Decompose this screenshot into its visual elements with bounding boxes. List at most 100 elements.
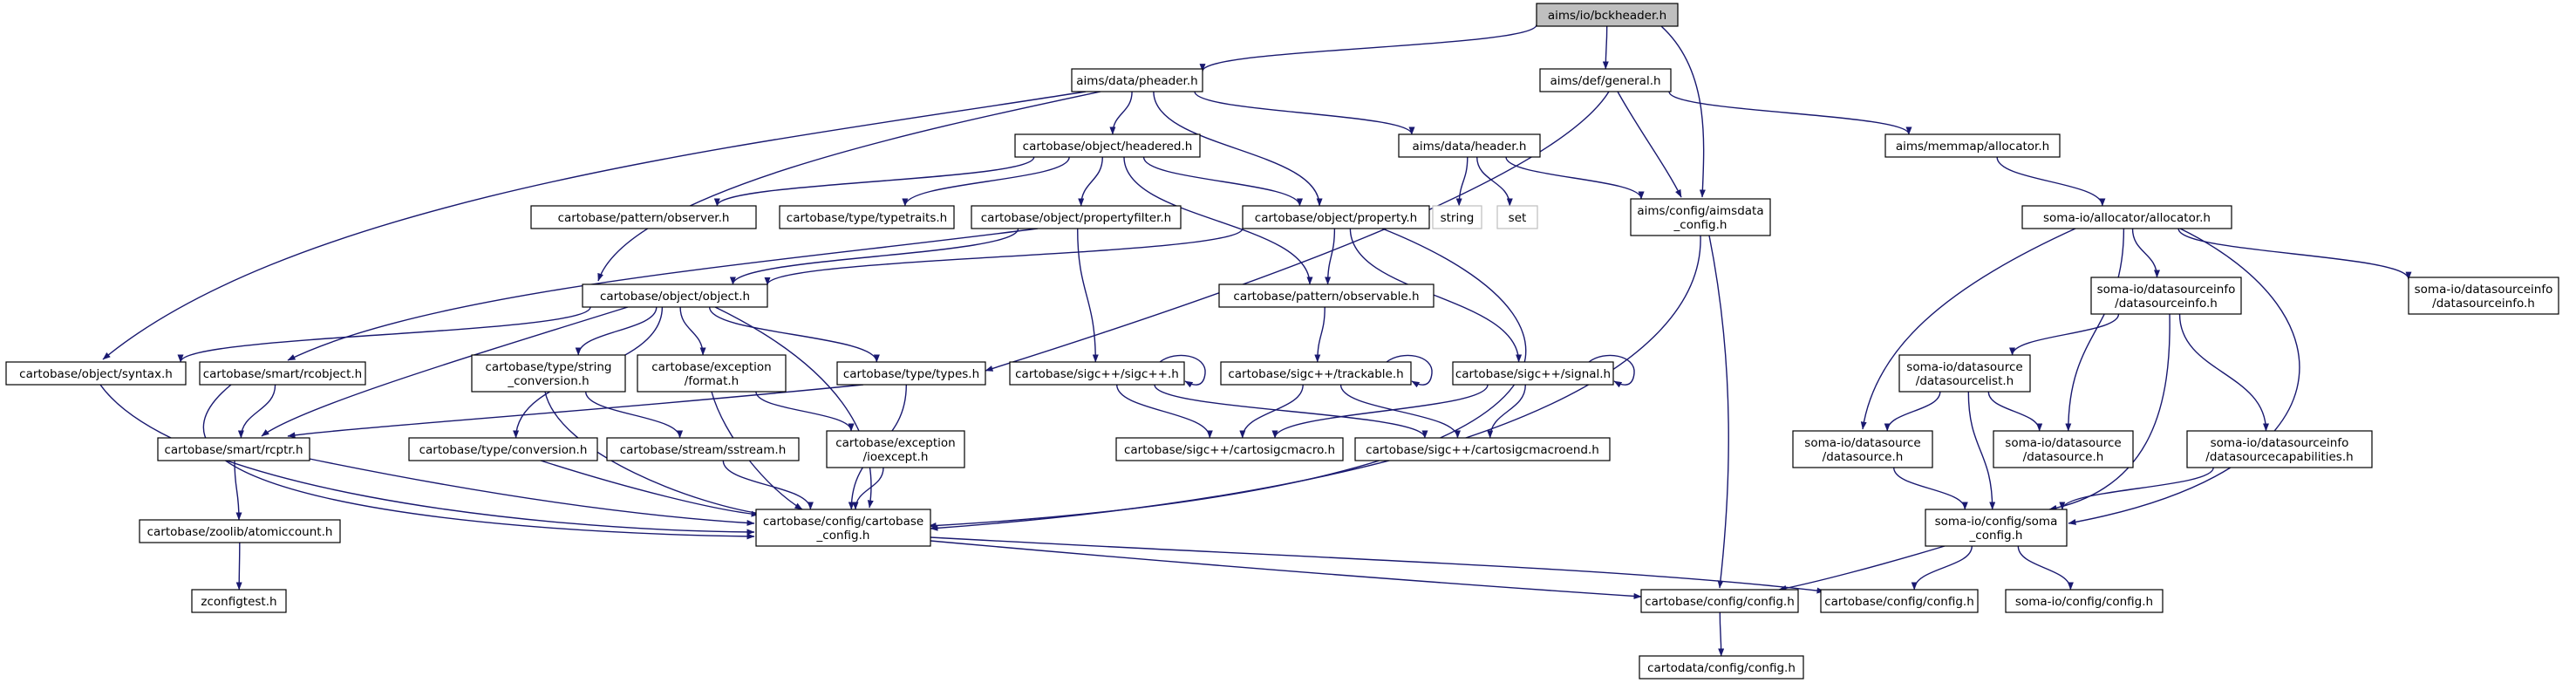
edge-header-to-string xyxy=(1455,156,1469,207)
edge-stringconv-to-sstream xyxy=(585,391,684,439)
node-ioexcept[interactable]: cartobase/exception/ioexcept.h xyxy=(826,430,965,468)
edge-memmapalloc-to-somaalloc xyxy=(1996,156,2106,207)
node-trackable[interactable]: cartobase/sigc++/trackable.h xyxy=(1220,361,1412,386)
node-box xyxy=(2408,277,2559,315)
node-label: cartobase/zoolib/atomiccount.h xyxy=(147,525,333,539)
edge-line xyxy=(985,91,1610,372)
node-dscaps[interactable]: soma-io/datasourceinfo/datasourcecapabil… xyxy=(2186,430,2373,468)
node-sigcmacro[interactable]: cartobase/sigc++/cartosigcmacro.h xyxy=(1115,437,1344,461)
node-sstream[interactable]: cartobase/stream/sstream.h xyxy=(606,437,800,461)
node-types[interactable]: cartobase/type/types.h xyxy=(836,361,986,386)
edge-aimsdataconfig-to-cfgconfig1 xyxy=(1708,235,1729,589)
node-label: /ioexcept.h xyxy=(863,450,929,464)
node-label: soma-io/datasourceinfo xyxy=(2211,436,2349,450)
node-sigcpp[interactable]: cartobase/sigc++/sigc++.h xyxy=(1009,361,1185,386)
node-object[interactable]: cartobase/object/object.h xyxy=(582,283,768,308)
node-header[interactable]: aims/data/header.h xyxy=(1398,133,1541,158)
node-box xyxy=(971,205,1182,229)
node-box xyxy=(1218,283,1435,308)
node-sigcmacroend[interactable]: cartobase/sigc++/cartosigcmacroend.h xyxy=(1354,437,1611,461)
node-label: cartobase/pattern/observable.h xyxy=(1233,290,1419,304)
node-label: cartobase/config/config.h xyxy=(1824,595,1974,609)
node-cartodataconfig[interactable]: cartodata/config/config.h xyxy=(1639,655,1804,680)
node-typetraits[interactable]: cartobase/type/typetraits.h xyxy=(779,205,955,229)
node-dsi1[interactable]: soma-io/datasourceinfo/datasourceinfo.h xyxy=(2090,277,2242,315)
edge-dslist-to-ds1 xyxy=(1884,391,1941,432)
node-propertyfilter[interactable]: cartobase/object/propertyfilter.h xyxy=(971,205,1182,229)
node-observer[interactable]: cartobase/pattern/observer.h xyxy=(530,205,757,229)
edge-line xyxy=(714,306,874,509)
node-pheader[interactable]: aims/data/pheader.h xyxy=(1071,68,1203,92)
node-aimsdataconfig[interactable]: aims/config/aimsdata_config.h xyxy=(1630,198,1771,236)
node-box xyxy=(1993,430,2134,468)
node-general[interactable]: aims/def/general.h xyxy=(1539,68,1672,92)
node-stringconv[interactable]: cartobase/type/string_conversion.h xyxy=(471,354,626,393)
edge-rcptr-to-atomic xyxy=(234,460,242,521)
node-label: aims/data/pheader.h xyxy=(1076,74,1197,88)
node-ds2[interactable]: soma-io/datasource/datasource.h xyxy=(1993,430,2134,468)
node-property[interactable]: cartobase/object/property.h xyxy=(1242,205,1430,229)
node-cfgconfig2[interactable]: cartobase/config/config.h xyxy=(1820,589,1979,613)
node-memmapalloc[interactable]: aims/memmap/allocator.h xyxy=(1884,133,2061,158)
node-headered[interactable]: cartobase/object/headered.h xyxy=(1014,133,1201,158)
node-dslist[interactable]: soma-io/datasource/datasourcelist.h xyxy=(1898,354,2031,393)
edge-line xyxy=(1476,156,1513,207)
node-observable[interactable]: cartobase/pattern/observable.h xyxy=(1218,283,1435,308)
node-label: _config.h xyxy=(1673,218,1728,232)
node-somaconfig[interactable]: soma-io/config/soma_config.h xyxy=(1925,509,2068,547)
edge-headered-to-observable xyxy=(1123,156,1313,285)
edge-signal-to-signal xyxy=(1588,354,1635,388)
node-box xyxy=(1884,133,2061,158)
edge-line xyxy=(1602,25,1609,70)
node-box xyxy=(157,437,310,461)
edge-line xyxy=(544,391,768,517)
node-label: cartobase/config/config.h xyxy=(1645,595,1795,609)
edge-line xyxy=(2177,228,2412,280)
edge-somaconfig-to-somaioconfig xyxy=(2017,545,2074,591)
node-conversion[interactable]: cartobase/type/conversion.h xyxy=(408,437,598,461)
node-cbconfig[interactable]: cartobase/config/cartobase_config.h xyxy=(755,509,931,547)
edge-dsi1-to-dscaps xyxy=(2178,313,2269,432)
edge-line xyxy=(2065,228,2125,432)
edge-line xyxy=(729,228,1019,285)
edge-line xyxy=(1339,384,1461,439)
node-label: /datasourceinfo.h xyxy=(2115,297,2218,311)
node-box xyxy=(1009,361,1185,386)
edge-line xyxy=(177,306,591,363)
node-rcptr[interactable]: cartobase/smart/rcptr.h xyxy=(157,437,310,461)
node-somaalloc[interactable]: soma-io/allocator/allocator.h xyxy=(2021,205,2232,229)
edge-line xyxy=(1778,545,1946,591)
node-signal[interactable]: cartobase/sigc++/signal.h xyxy=(1452,361,1614,386)
node-rcobject[interactable]: cartobase/smart/rcobject.h xyxy=(199,361,366,386)
node-ds1[interactable]: soma-io/datasource/datasource.h xyxy=(1792,430,1933,468)
node-box xyxy=(1014,133,1201,158)
node-atomic[interactable]: cartobase/zoolib/atomiccount.h xyxy=(139,519,341,543)
edge-dscaps-to-somaconfig xyxy=(2059,467,2214,510)
edge-line xyxy=(1271,384,1489,439)
node-label: cartodata/config/config.h xyxy=(1647,661,1796,675)
edge-line xyxy=(1123,156,1313,285)
node-excformat[interactable]: cartobase/exception/format.h xyxy=(637,354,787,393)
edge-somaalloc-to-dsi1 xyxy=(2131,228,2160,278)
node-label: _conversion.h xyxy=(507,374,589,388)
node-zconfigtest[interactable]: zconfigtest.h xyxy=(191,589,287,613)
edge-atomic-to-zconfigtest xyxy=(235,542,242,591)
node-box xyxy=(2021,205,2232,229)
node-label: cartobase/type/string xyxy=(486,360,612,374)
node-label: soma-io/config/soma xyxy=(1935,515,2058,529)
edge-object-to-excformat xyxy=(679,306,706,356)
node-dsi2[interactable]: soma-io/datasourceinfo/datasourceinfo.h xyxy=(2408,277,2559,315)
edge-line xyxy=(1718,611,1725,657)
node-somaioconfig[interactable]: soma-io/config/config.h xyxy=(2005,589,2164,613)
edge-line xyxy=(287,384,864,439)
edge-line xyxy=(1660,25,1706,198)
edge-trackable-to-sigcmacroend xyxy=(1339,384,1461,439)
edge-line xyxy=(679,306,706,356)
edge-line xyxy=(1708,235,1729,589)
edge-rcobject-to-rcptr xyxy=(237,384,276,439)
node-syntax[interactable]: cartobase/object/syntax.h xyxy=(5,361,187,386)
node-cfgconfig1[interactable]: cartobase/config/config.h xyxy=(1640,589,1799,613)
edge-line xyxy=(304,457,755,526)
node-box xyxy=(1898,354,2031,393)
